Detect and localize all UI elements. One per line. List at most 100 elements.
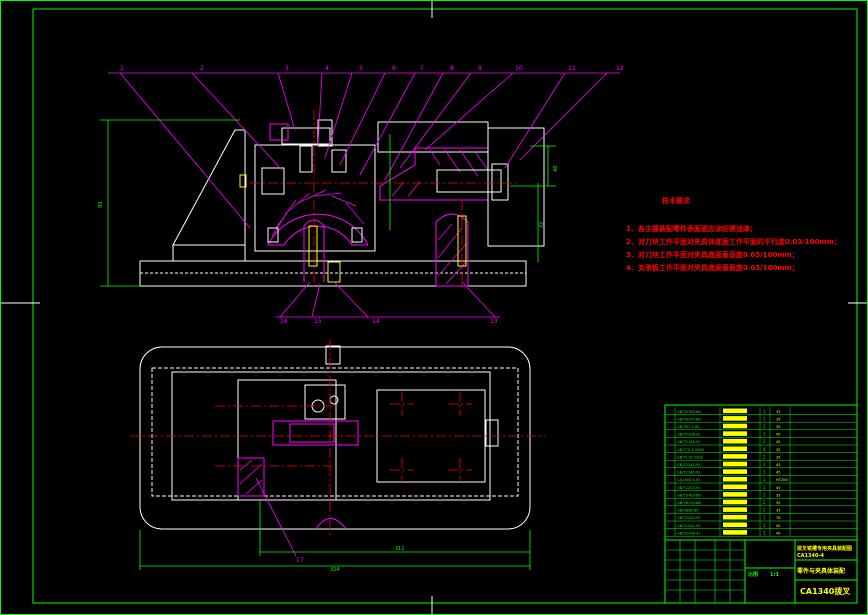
bom-name-cell <box>723 431 747 436</box>
support-boss <box>435 213 469 287</box>
part-label-8: 8 <box>450 65 454 72</box>
bom-qty: 1 <box>763 515 766 520</box>
bom-material: 35 <box>776 509 781 513</box>
plan-dimensions <box>139 500 531 570</box>
bom-qty: 1 <box>763 477 766 482</box>
bom-material: 35 <box>776 417 781 421</box>
front-dimensions <box>100 119 556 287</box>
bom-material: 35 <box>776 455 781 459</box>
bom-qty: 1 <box>763 409 766 414</box>
dim-overall-length: 324 <box>330 567 340 573</box>
plan-base-outline <box>139 346 531 530</box>
model-name: CA1340拨叉 <box>800 586 851 596</box>
plan-clamp-section <box>272 420 359 446</box>
bom-name-cell <box>723 408 747 414</box>
part-label-14: 14 <box>372 318 380 325</box>
bom-material: 35 <box>776 501 781 505</box>
inner-frame <box>32 8 858 604</box>
drawing-number: CA1340-4 <box>797 553 825 559</box>
front-centerlines <box>250 110 520 290</box>
leader-17 <box>255 477 297 557</box>
bom-name-cell <box>723 446 747 452</box>
bom-name-cell <box>723 461 747 467</box>
bom-name-cell <box>723 469 747 474</box>
bom-code: GB/T97.1-85 <box>677 425 700 429</box>
tech-req-1: 1、各主要装配零件表面面应涂防锈油漆； <box>626 224 757 233</box>
bom-material: HT200 <box>776 478 788 482</box>
tech-req-3: 3、对刀块工作平面对夹具底面垂直度0.03/100mm； <box>626 250 799 259</box>
bom-material: 45 <box>776 524 781 528</box>
bom-material: 45 <box>776 433 781 437</box>
bom-name-cell <box>723 514 747 520</box>
bom-qty: 2 <box>763 500 766 505</box>
bom-material: 35 <box>776 493 781 497</box>
bom-name-cell <box>723 416 747 421</box>
bom-qty: 1 <box>763 485 766 490</box>
clamp-body <box>254 144 376 252</box>
part-label-4: 4 <box>325 65 329 72</box>
bom-code: GB/T2243-91 <box>677 516 701 520</box>
bom-qty: 2 <box>763 508 766 513</box>
bom-material: 45 <box>776 471 781 475</box>
tech-req-2: 2、对刀块工作平面对夹具体底面工作平面的平行度0.03/100mm； <box>626 237 841 246</box>
bom-name-cell <box>723 423 747 429</box>
dim-height-mid: 72 <box>539 222 545 228</box>
drawing-name: 拨叉铣槽专用夹具装配图 <box>797 545 852 552</box>
bom-name-cell <box>723 476 747 482</box>
bom-material: 45 <box>776 531 781 535</box>
bom-qty: 1 <box>763 432 766 437</box>
bom-qty: 1 <box>763 530 766 535</box>
part-label-7: 7 <box>420 65 424 72</box>
tech-requirements: 技术要求 1、各主要装配零件表面面应涂防锈油漆； 2、对刀块工作平面对夹具体底面… <box>626 196 841 272</box>
bom-code: GB/T2148-91 <box>677 440 701 444</box>
scale-value: 1:1 <box>770 572 779 578</box>
part-number-labels: 1 2 3 4 5 6 7 8 9 10 11 12 16 15 14 13 1… <box>120 65 624 564</box>
part-label-1: 1 <box>120 65 124 72</box>
bom-code: GB/T2208-91 <box>677 433 701 437</box>
clamp-screw <box>436 169 502 193</box>
angle-support <box>172 129 246 246</box>
bom-name-cell <box>723 507 747 512</box>
bom-qty: 4 <box>763 447 766 452</box>
part-label-9: 9 <box>478 65 482 72</box>
plan-bottom-boss <box>315 518 347 530</box>
bom-code: GB/T70.1-2000 <box>677 448 705 452</box>
dim-length-b: 311 <box>395 546 405 552</box>
part-name: 零件与夹具体装配 <box>796 567 845 575</box>
bom-name-cell <box>723 499 747 505</box>
title-block-text: 拨叉铣槽专用夹具装配图 CA1340-4 零件与夹具体装配 CA1340拨叉 比… <box>748 545 852 596</box>
bom-code: GB/T119-2000 <box>677 455 704 459</box>
bom-qty: 1 <box>763 424 766 429</box>
dimension-labels: 324 311 93 48 72 <box>98 166 559 573</box>
part-label-12: 12 <box>616 65 624 72</box>
bom-material: T8 <box>775 516 781 520</box>
top-clamp <box>281 127 331 145</box>
yoke-section <box>267 213 369 246</box>
bom-name-cell <box>723 484 747 490</box>
part-label-3: 3 <box>285 65 289 72</box>
bom-code: GB/T2203-91 <box>677 486 701 490</box>
bom-code: GB/T2240-91 <box>677 471 701 475</box>
part-label-5: 5 <box>359 65 363 72</box>
bom-qty: 2 <box>763 454 766 459</box>
bom-qty: 2 <box>763 492 766 497</box>
bom-material: 35 <box>776 410 781 414</box>
part-label-6: 6 <box>392 65 396 72</box>
bom-material: 45 <box>776 463 781 467</box>
part-label-13: 13 <box>490 318 498 325</box>
part-label-17: 17 <box>296 557 304 564</box>
bom-name-cell <box>723 492 747 497</box>
bom-name-cell <box>723 522 747 528</box>
part-label-2: 2 <box>200 65 204 72</box>
bom-name-cell <box>723 530 747 535</box>
part-label-15: 15 <box>314 318 322 325</box>
leaders-bottom <box>275 281 500 318</box>
bom-qty: 1 <box>763 416 766 421</box>
leaders-top <box>108 72 620 229</box>
bom-code: GB/T2242-91 <box>677 463 701 467</box>
